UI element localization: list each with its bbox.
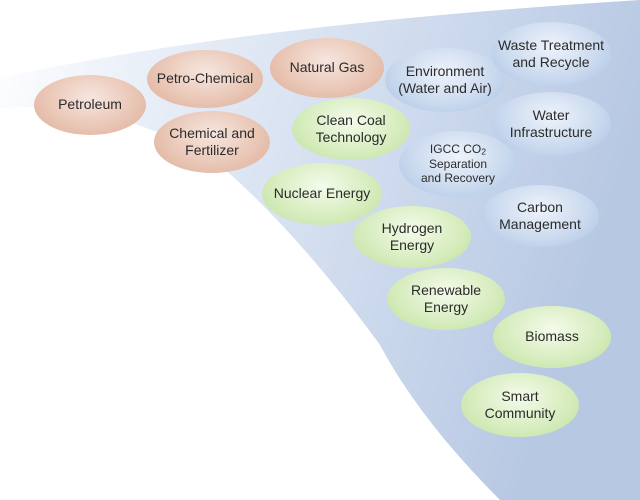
bubble-igcc-co2: IGCC CO2 Separation and Recovery [399, 131, 517, 197]
bubble-natural-gas: Natural Gas [270, 38, 384, 98]
bubble-nuclear-energy: Nuclear Energy [262, 163, 382, 225]
bubble-petro-chemical: Petro-Chemical [147, 50, 263, 108]
bubble-smart-community: Smart Community [461, 373, 579, 437]
bubble-carbon-management-label: Carbon Management [499, 198, 581, 233]
bubble-biomass-label: Biomass [525, 328, 579, 345]
bubble-hydrogen-energy: Hydrogen Energy [353, 206, 471, 268]
bubble-carbon-management: Carbon Management [481, 185, 599, 247]
bubble-chemical-fertilizer: Chemical and Fertilizer [154, 111, 270, 173]
bubble-water-infrastructure: Water Infrastructure [491, 92, 611, 156]
bubble-natural-gas-label: Natural Gas [289, 59, 365, 76]
bubble-petroleum: Petroleum [34, 75, 146, 135]
bubble-petro-chemical-label: Petro-Chemical [156, 70, 254, 87]
bubble-waste-treatment: Waste Treatment and Recycle [491, 22, 611, 86]
bubble-igcc-co2-label: IGCC CO2 Separation and Recovery [420, 142, 496, 186]
bubble-waste-treatment-label: Waste Treatment and Recycle [497, 36, 605, 71]
bubble-petroleum-label: Petroleum [58, 96, 122, 113]
bubble-clean-coal-technology-label: Clean Coal Technology [315, 111, 387, 146]
bubble-nuclear-energy-label: Nuclear Energy [273, 185, 371, 202]
bubble-environment-label: Environment (Water and Air) [398, 62, 492, 97]
bubble-renewable-energy: Renewable Energy [387, 268, 505, 330]
bubble-renewable-energy-label: Renewable Energy [410, 281, 482, 316]
bubble-clean-coal-technology: Clean Coal Technology [292, 98, 410, 160]
bubble-smart-community-label: Smart Community [484, 387, 556, 422]
bubble-chemical-fertilizer-label: Chemical and Fertilizer [169, 124, 255, 159]
bubble-hydrogen-energy-label: Hydrogen Energy [381, 219, 443, 254]
bubble-biomass: Biomass [493, 306, 611, 368]
bubble-water-infrastructure-label: Water Infrastructure [509, 106, 593, 141]
bubble-environment: Environment (Water and Air) [385, 48, 505, 112]
